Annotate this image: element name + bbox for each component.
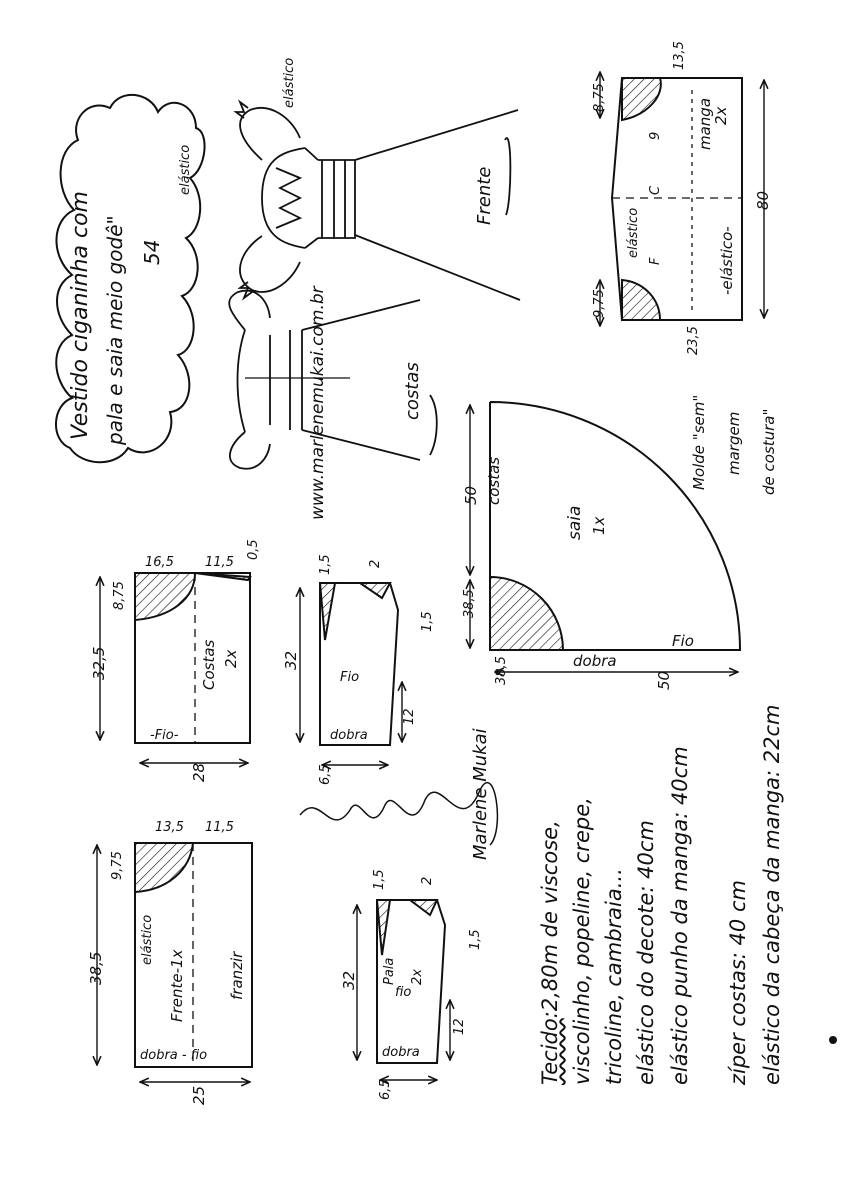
back-yoke-fio: Fio	[340, 670, 360, 685]
skirt-side-label: costas	[485, 456, 503, 505]
back-label: costas	[402, 362, 423, 420]
website-url: www.marlenemukai.com.br	[308, 286, 328, 520]
front-yoke-fold: dobra	[382, 1045, 420, 1060]
front-dim-385: 38,5	[87, 951, 105, 985]
back-yoke-dim-15-b: 1,5	[420, 611, 435, 632]
materials-fabric-label: Tecido	[538, 1018, 562, 1085]
materials-sleeve-cap-elastic: elástico da cabeça da manga: 22cm	[760, 704, 784, 1085]
title-line-1: Vestido ciganinha com	[68, 191, 93, 440]
materials-zipper: zíper costas: 40 cm	[726, 880, 750, 1085]
front-piece-pattern	[97, 842, 253, 1082]
back-piece-qty: 2x	[222, 649, 240, 668]
front-yoke-dim-15-a: 1,5	[372, 869, 387, 890]
elastic-label-2: elástico	[282, 57, 297, 108]
title-line-2: pala e saia meio godê"	[103, 215, 127, 445]
title-number: 54	[140, 239, 164, 265]
sleeve-qty: 2x	[712, 106, 730, 125]
front-yoke-dim-32: 32	[340, 970, 358, 990]
sleeve-dim-235: 23,5	[686, 326, 701, 355]
back-yoke-dim-32: 32	[282, 650, 300, 670]
back-yoke-dim-12: 12	[402, 708, 417, 725]
front-yoke-dim-65: 6,5	[378, 1079, 393, 1100]
front-yoke-pattern	[357, 899, 450, 1080]
sleeve-dim-80: 80	[754, 190, 772, 210]
dress-illustration-front	[233, 99, 521, 301]
front-piece-elastic: elástico	[140, 914, 155, 965]
notice-line-3: de costura"	[760, 408, 778, 495]
front-dim-25: 25	[190, 1085, 208, 1105]
back-dim-875: 8,75	[112, 581, 127, 610]
front-yoke-dim-15-b: 1,5	[468, 929, 483, 950]
materials-fabric: Tecido:2,80m de viscose,	[538, 820, 562, 1085]
front-dim-975: 9,75	[110, 851, 125, 880]
sleeve-dim-975: 9,75	[592, 289, 607, 318]
sleeve-elastic-bottom: -elástico-	[718, 226, 736, 295]
front-label: Frente	[474, 166, 495, 225]
dress-illustration-back	[228, 289, 438, 470]
back-yoke-dim-15-a: 1,5	[318, 554, 333, 575]
materials-cuff-elastic: elástico punho da manga: 40cm	[668, 746, 692, 1085]
front-dim-115: 11,5	[205, 820, 234, 835]
sleeve-9-label: 9	[648, 131, 663, 140]
back-dim-165: 16,5	[145, 555, 174, 570]
sleeve-pattern	[600, 72, 764, 326]
materials-fabric-value: :2,80m de viscose,	[538, 820, 562, 1019]
back-piece-name: Costas	[200, 639, 218, 690]
back-yoke-dim-2: 2	[368, 559, 383, 568]
elastic-label-1: elástico	[178, 144, 193, 195]
skirt-dim-385-b: 38,5	[494, 656, 509, 685]
front-piece-name: Frente-1x	[168, 949, 186, 1022]
signature-mark	[299, 781, 499, 846]
back-dim-115: 11,5	[205, 555, 234, 570]
back-yoke-fold: dobra	[330, 728, 368, 743]
page-dot	[829, 1036, 837, 1044]
skirt-dim-50-bottom: 50	[655, 670, 673, 690]
front-yoke-fio: fio	[395, 985, 412, 1000]
back-yoke-pattern	[300, 582, 402, 765]
materials-fabric-list-1: viscolinho, popeline, crepe,	[570, 797, 594, 1085]
back-dim-28: 28	[190, 762, 208, 782]
back-yoke-dim-65: 6,5	[318, 764, 333, 785]
title-cloud	[55, 93, 206, 464]
materials-neck-elastic: elástico do decote: 40cm	[634, 820, 658, 1085]
sleeve-dim-875: 8,75	[592, 83, 607, 112]
skirt-fold-label: dobra	[573, 652, 617, 670]
skirt-pattern	[470, 401, 742, 672]
front-piece-fold-grain: dobra - fio	[140, 1048, 208, 1063]
materials-fabric-list-2: tricoline, cambraia...	[602, 868, 626, 1085]
front-piece-gather: franzir	[228, 951, 246, 1000]
sleeve-c-label: C	[648, 185, 663, 195]
signature: Marlene Mukai	[470, 728, 491, 860]
skirt-qty: 1x	[590, 516, 608, 535]
front-yoke-dim-12: 12	[452, 1018, 467, 1035]
skirt-dim-385-a: 38,5	[462, 589, 477, 618]
sleeve-f-label: F	[648, 257, 663, 265]
skirt-name: saia	[565, 505, 585, 540]
back-piece-pattern	[100, 572, 252, 763]
notice-line-1: Molde "sem"	[690, 394, 708, 490]
sleeve-dim-135: 13,5	[672, 41, 687, 70]
skirt-dim-50-side: 50	[462, 485, 480, 505]
sleeve-elastic-label: elástico	[626, 207, 641, 258]
back-dim-05: 0,5	[246, 539, 261, 560]
notice-line-2: margem	[725, 411, 743, 475]
front-yoke-qty: 2x	[410, 969, 425, 985]
skirt-grain-label: Fio	[672, 632, 694, 650]
front-dim-135: 13,5	[155, 820, 184, 835]
front-yoke-name: Pala	[382, 957, 397, 985]
back-piece-grain: -Fio-	[150, 728, 179, 743]
back-dim-325: 32,5	[90, 646, 108, 680]
front-yoke-dim-2: 2	[420, 876, 435, 885]
